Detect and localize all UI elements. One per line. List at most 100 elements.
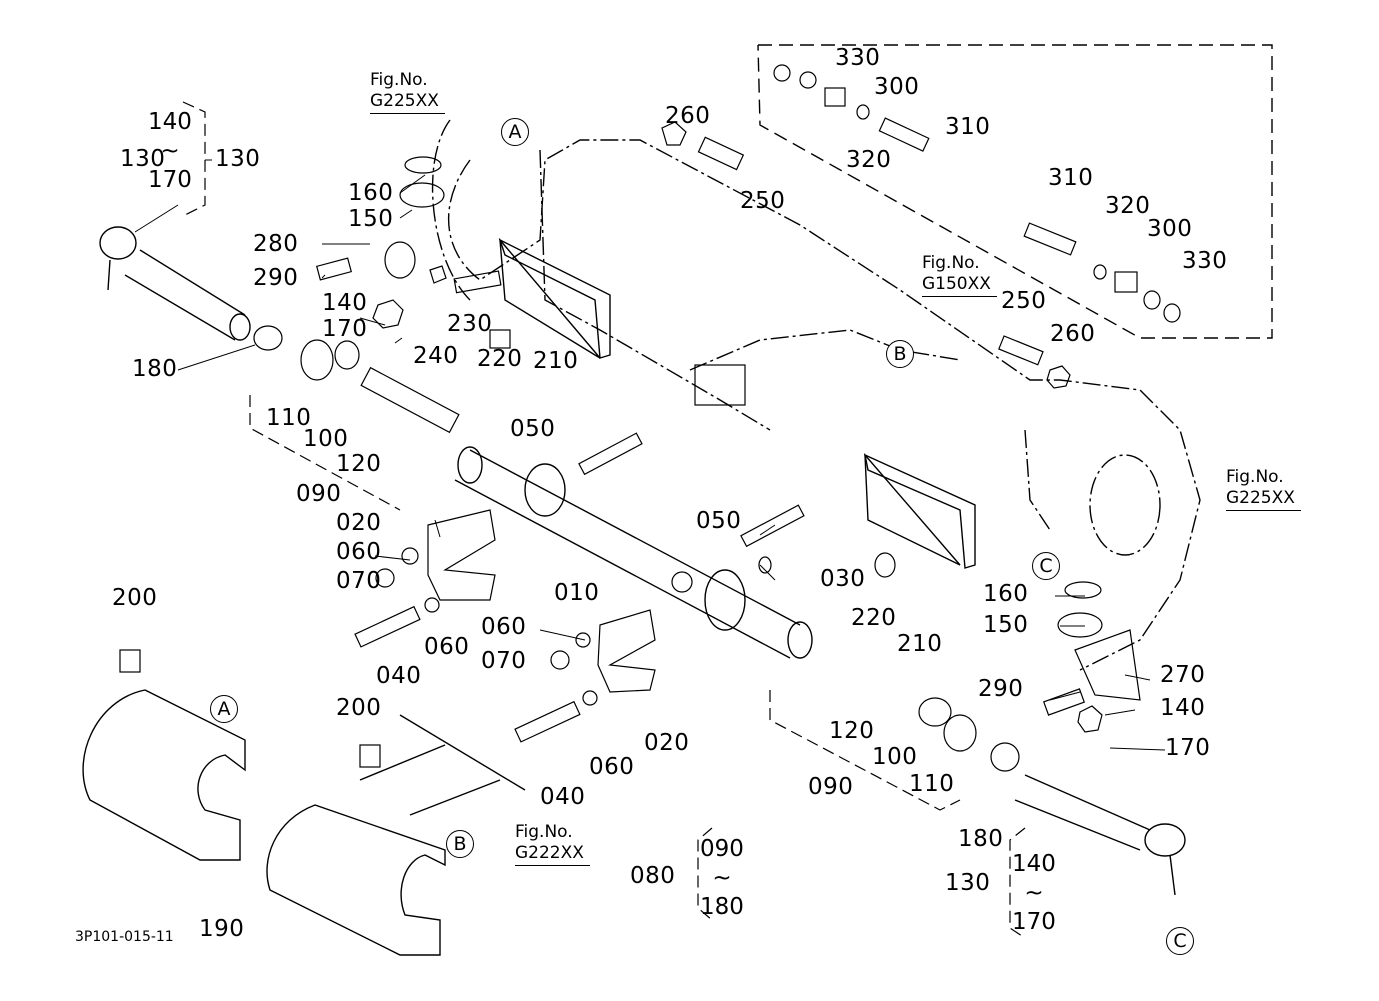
range-from: 140 <box>148 109 192 135</box>
part-label-200: 200 <box>112 585 158 611</box>
part-label-080: 080 <box>630 863 676 889</box>
range-to: 170 <box>1012 908 1056 935</box>
callout-b: B <box>886 340 914 368</box>
part-label-060: 060 <box>589 754 635 780</box>
range-from: 140 <box>1012 851 1056 877</box>
fig-ref-prefix: Fig.No. <box>515 822 573 842</box>
range-group-130-top: 140 ~ 170 <box>148 108 192 194</box>
part-label-250: 250 <box>1001 288 1047 314</box>
shield-bracket <box>359 714 526 816</box>
part-label-200: 200 <box>336 695 382 721</box>
part-label-120: 120 <box>829 718 875 744</box>
fig-ref-code[interactable]: G150XX <box>922 274 997 297</box>
part-label-150: 150 <box>983 612 1029 638</box>
part-label-050: 050 <box>510 416 556 442</box>
front-axle-beam <box>454 446 813 659</box>
part-label-020: 020 <box>336 510 382 536</box>
part-label-210: 210 <box>533 348 579 374</box>
part-label-320: 320 <box>1105 193 1151 219</box>
support-bracket-lower <box>864 453 976 569</box>
part-label-110: 110 <box>266 405 312 431</box>
shield-left <box>82 689 246 861</box>
callout-c: C <box>1166 927 1194 955</box>
range-to: 170 <box>148 166 192 193</box>
part-label-130: 130 <box>215 146 261 172</box>
part-label-070: 070 <box>481 648 527 674</box>
range-tilde: ~ <box>160 137 180 164</box>
part-label-140: 140 <box>322 290 368 316</box>
part-label-140: 140 <box>1160 695 1206 721</box>
part-label-040: 040 <box>540 784 586 810</box>
fig-ref-code[interactable]: G225XX <box>370 91 445 114</box>
support-bracket-upper <box>498 237 611 359</box>
leader-lines <box>134 159 1166 751</box>
part-label-060: 060 <box>336 539 382 565</box>
part-label-190: 190 <box>199 916 245 942</box>
range-group-080: 090 ~ 180 <box>700 835 744 921</box>
fig-ref-g222xx[interactable]: Fig.No. G222XX <box>515 822 590 866</box>
fig-ref-g225xx-right[interactable]: Fig.No. G225XX <box>1226 467 1301 511</box>
part-label-310: 310 <box>1048 165 1094 191</box>
part-label-150: 150 <box>348 206 394 232</box>
part-label-180: 180 <box>132 356 178 382</box>
dashed-group-boundary <box>757 44 1273 339</box>
part-label-290: 290 <box>978 676 1024 702</box>
part-label-260: 260 <box>665 103 711 129</box>
part-label-250: 250 <box>740 188 786 214</box>
part-label-210: 210 <box>897 631 943 657</box>
part-label-220: 220 <box>477 346 523 372</box>
range-from: 090 <box>700 836 744 862</box>
part-label-100: 100 <box>303 426 349 452</box>
part-label-230: 230 <box>447 311 493 337</box>
range-brackets <box>182 101 1026 939</box>
part-label-330: 330 <box>1182 248 1228 274</box>
part-label-180: 180 <box>958 826 1004 852</box>
part-label-030: 030 <box>820 566 866 592</box>
fig-ref-code[interactable]: G225XX <box>1226 488 1301 511</box>
part-label-170: 170 <box>1165 735 1211 761</box>
callout-a: A <box>501 118 529 146</box>
shield-right <box>266 804 446 956</box>
part-label-220: 220 <box>851 605 897 631</box>
range-to: 180 <box>700 893 744 920</box>
part-label-160: 160 <box>348 180 394 206</box>
part-label-290: 290 <box>253 265 299 291</box>
part-label-300: 300 <box>874 74 920 100</box>
part-label-070: 070 <box>336 568 382 594</box>
callout-b: B <box>446 830 474 858</box>
fig-ref-prefix: Fig.No. <box>922 253 980 273</box>
small-parts <box>119 64 1181 772</box>
part-label-320: 320 <box>846 147 892 173</box>
part-label-120: 120 <box>336 451 382 477</box>
part-label-090: 090 <box>808 774 854 800</box>
part-label-010: 010 <box>554 580 600 606</box>
tie-rod-right <box>1014 774 1186 896</box>
part-label-330: 330 <box>835 45 881 71</box>
part-label-100: 100 <box>872 744 918 770</box>
part-label-280: 280 <box>253 231 299 257</box>
part-label-300: 300 <box>1147 216 1193 242</box>
tie-rod-left <box>99 226 251 341</box>
part-label-310: 310 <box>945 114 991 140</box>
part-label-270: 270 <box>1160 662 1206 688</box>
fig-ref-g150xx[interactable]: Fig.No. G150XX <box>922 253 997 297</box>
range-tilde: ~ <box>1024 879 1044 906</box>
part-label-260: 260 <box>1050 321 1096 347</box>
part-label-170: 170 <box>322 316 368 342</box>
part-label-160: 160 <box>983 581 1029 607</box>
range-tilde: ~ <box>712 864 732 891</box>
part-label: 130 <box>120 146 166 172</box>
part-label-060: 060 <box>424 634 470 660</box>
part-label-130: 130 <box>945 870 991 896</box>
part-label-060: 060 <box>481 614 527 640</box>
part-label-240: 240 <box>413 343 459 369</box>
callout-c: C <box>1032 552 1060 580</box>
transmission-housing <box>431 119 1201 671</box>
fig-ref-g225xx-top[interactable]: Fig.No. G225XX <box>370 70 445 114</box>
fig-ref-code[interactable]: G222XX <box>515 843 590 866</box>
part-label-020: 020 <box>644 730 690 756</box>
callout-a: A <box>210 695 238 723</box>
fig-ref-prefix: Fig.No. <box>1226 467 1284 487</box>
range-group-130-bottom: 140 ~ 170 <box>1012 850 1056 936</box>
